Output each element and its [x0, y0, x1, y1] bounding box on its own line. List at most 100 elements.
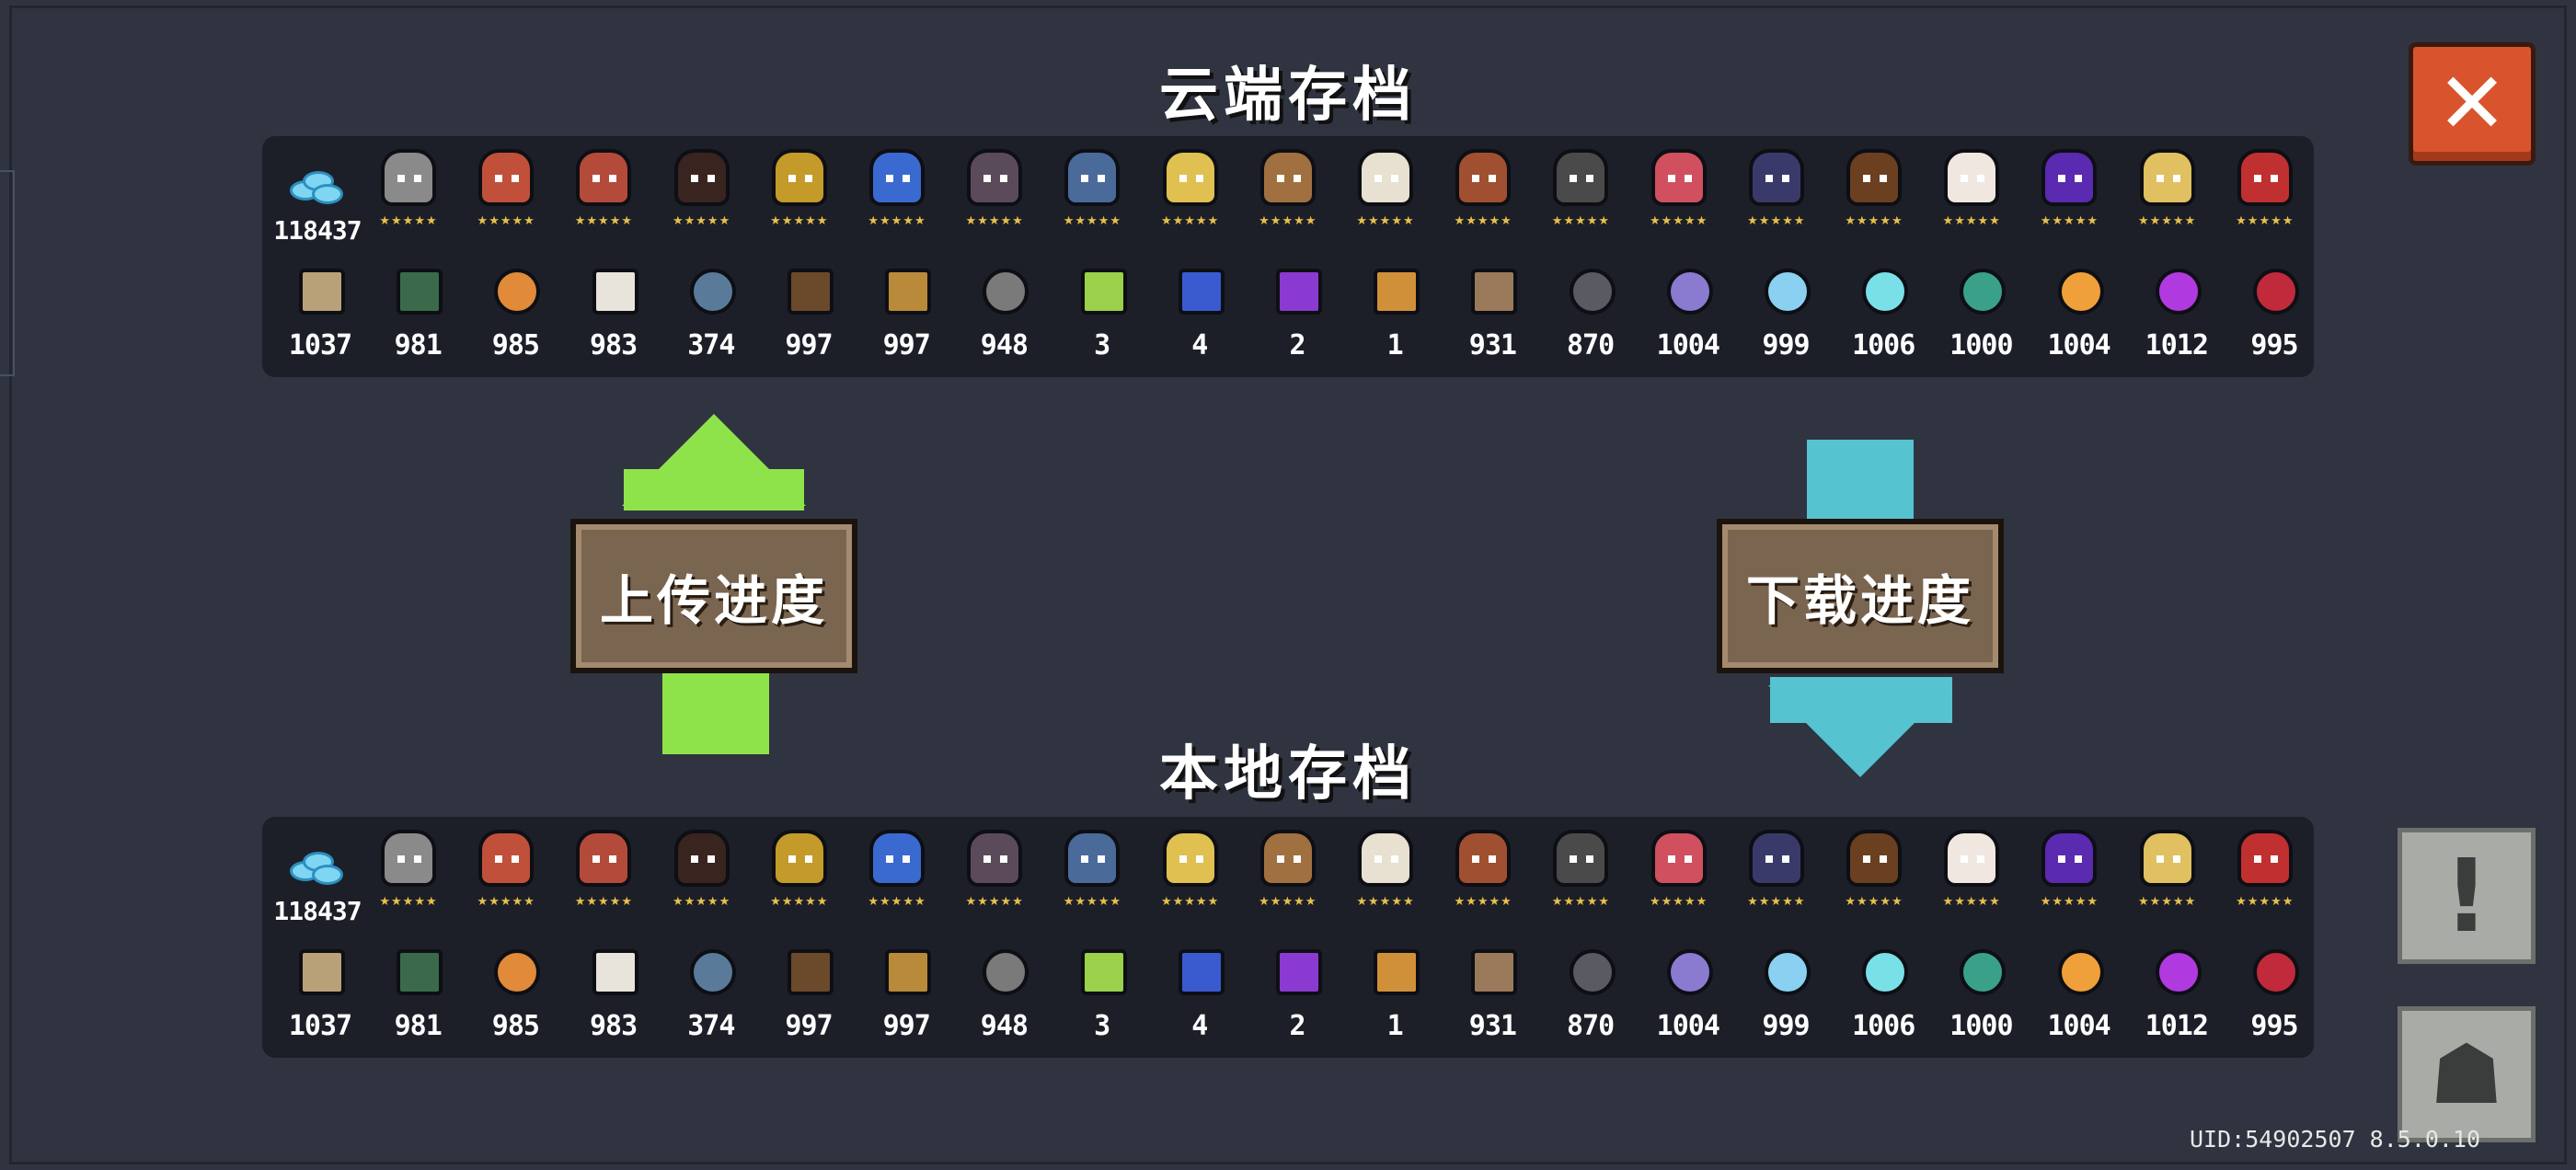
hero-necromancer: ★★★★★	[1728, 136, 1825, 256]
material-count: 3	[1094, 329, 1110, 361]
robot-portrait-icon	[1553, 149, 1609, 206]
material-gear: 948	[955, 256, 1052, 375]
shell-icon	[885, 269, 932, 315]
material-count: 983	[590, 329, 638, 361]
exclamation-icon: !	[2443, 837, 2490, 955]
side-tab[interactable]	[0, 170, 15, 376]
material-orange-crystal: 1004	[2030, 936, 2128, 1056]
hero-assassin: ★★★★★	[653, 817, 751, 936]
hero-stars: ★★★★★	[2137, 214, 2197, 228]
material-gear: 948	[955, 936, 1052, 1056]
material-violet-crystal: 1012	[2128, 256, 2225, 375]
rogue-portrait-icon	[478, 830, 535, 887]
material-iron-ore: 870	[1542, 256, 1639, 375]
hero-stars: ★★★★★	[1649, 214, 1708, 228]
green-blueprint-icon	[1080, 949, 1127, 995]
orange-crystal-icon	[2057, 269, 2104, 315]
blue-blueprint-icon	[1178, 269, 1225, 315]
cotton-icon	[592, 269, 638, 315]
material-count: 995	[2250, 329, 2298, 361]
material-parchment: 1037	[271, 936, 369, 1056]
gear-icon	[983, 949, 1029, 995]
material-count: 983	[590, 1010, 638, 1042]
hero-priest: ★★★★★	[1337, 817, 1434, 936]
paladin-portrait-icon	[1064, 149, 1121, 206]
ore-icon	[494, 269, 541, 315]
hero-stars: ★★★★★	[2236, 214, 2294, 228]
orange-blueprint-icon	[1374, 949, 1420, 995]
berserker-portrait-icon	[1650, 830, 1707, 887]
shell-icon	[885, 949, 932, 995]
close-button[interactable]: ✕	[2409, 42, 2536, 166]
hero-stars: ★★★★★	[1454, 214, 1512, 228]
witch-portrait-icon	[576, 830, 632, 887]
teal-crystal-icon	[1960, 949, 2007, 995]
hero-knight: ★★★★★	[360, 817, 457, 936]
material-hammer: 997	[760, 256, 857, 375]
hero-robot: ★★★★★	[1532, 136, 1629, 256]
gem-counter: 118437	[262, 136, 373, 256]
hero-airbender: ★★★★★	[2020, 817, 2118, 936]
hero-alchemist: ★★★★★	[751, 817, 848, 936]
material-blue-blueprint: 4	[1151, 256, 1248, 375]
hero-stars: ★★★★★	[672, 895, 731, 909]
hero-rogue: ★★★★★	[457, 817, 555, 936]
elf-portrait-icon	[1162, 149, 1218, 206]
officer-portrait-icon	[1846, 830, 1902, 887]
hero-paladin: ★★★★★	[1043, 817, 1141, 936]
user-icon: ☗	[2429, 1026, 2504, 1123]
hero-demonmaster: ★★★★★	[2216, 136, 2314, 256]
material-count: 2	[1289, 329, 1305, 361]
knight-portrait-icon	[381, 149, 436, 206]
material-count: 870	[1567, 1010, 1615, 1042]
orange-blueprint-icon	[1374, 269, 1420, 315]
purple-crystal-icon	[1666, 269, 1713, 315]
druid-portrait-icon	[1455, 830, 1512, 887]
vampire-portrait-icon	[967, 149, 1023, 206]
material-count: 870	[1567, 329, 1615, 361]
material-cyan-crystal: 1006	[1834, 936, 1932, 1056]
hero-stars: ★★★★★	[1942, 895, 2001, 909]
hero-stars: ★★★★★	[1454, 895, 1512, 909]
hero-stars: ★★★★★	[1845, 214, 1903, 228]
purple-crystal-icon	[1666, 949, 1713, 995]
close-icon: ✕	[2436, 54, 2508, 153]
demonmaster-portrait-icon	[2237, 830, 2293, 887]
hero-stars: ★★★★★	[1356, 895, 1415, 909]
elf-portrait-icon	[1162, 830, 1218, 887]
engineer-portrait-icon	[869, 830, 925, 887]
material-count: 1004	[1656, 329, 1720, 361]
upload-progress-button[interactable]: 上传进度	[570, 519, 857, 673]
material-count: 997	[882, 329, 931, 361]
hero-stars: ★★★★★	[2040, 214, 2099, 228]
teal-crystal-icon	[1960, 269, 2007, 315]
notice-button[interactable]: !	[2398, 828, 2536, 964]
hero-rogue: ★★★★★	[457, 136, 555, 256]
light-blue-crystal-icon	[1765, 269, 1811, 315]
hero-stars: ★★★★★	[574, 895, 634, 909]
hero-inter-dimension-traveler: ★★★★★	[2119, 817, 2216, 936]
gem-icon	[290, 848, 343, 885]
cloud-save-title: 云端存档	[1159, 62, 1417, 130]
witch-portrait-icon	[576, 149, 632, 206]
account-button[interactable]: ☗	[2398, 1006, 2536, 1142]
hero-stars: ★★★★★	[965, 895, 1024, 909]
hero-stars: ★★★★★	[868, 895, 926, 909]
gem-icon	[290, 167, 343, 204]
hero-stars: ★★★★★	[1259, 214, 1317, 228]
red-crystal-icon	[2253, 949, 2299, 995]
material-blue-blueprint: 4	[1151, 936, 1248, 1056]
local-hero-row: 118437★★★★★★★★★★★★★★★★★★★★★★★★★★★★★★★★★★…	[262, 817, 2314, 936]
material-count: 1037	[288, 329, 352, 361]
red-crystal-icon	[2253, 269, 2299, 315]
download-progress-button[interactable]: 下载进度	[1717, 519, 2004, 673]
sack-icon	[1471, 269, 1518, 315]
hero-vampire: ★★★★★	[946, 136, 1043, 256]
upload-arrow-band	[624, 469, 804, 510]
material-cotton: 983	[565, 256, 662, 375]
material-purple-crystal: 1004	[1639, 936, 1737, 1056]
hero-taoist: ★★★★★	[1923, 817, 2020, 936]
hero-stars: ★★★★★	[477, 214, 535, 228]
hero-stars: ★★★★★	[1747, 214, 1806, 228]
